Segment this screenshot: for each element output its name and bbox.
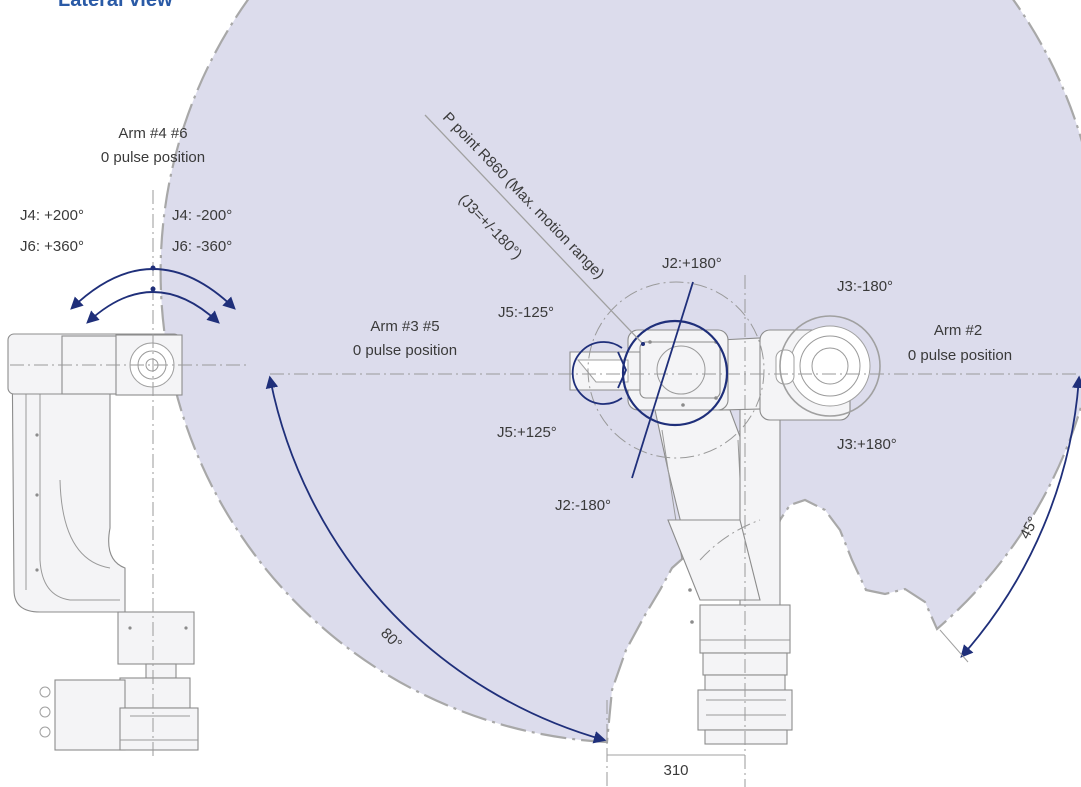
arm2-title: Arm #2: [934, 322, 982, 339]
arm35-subtitle: 0 pulse position: [353, 342, 457, 359]
robot-top-view: [569, 325, 871, 745]
arm35-title: Arm #3 #5: [370, 318, 439, 335]
arm46-title: Arm #4 #6: [118, 125, 187, 142]
j2-minus-label: J2:-180°: [555, 497, 611, 514]
j3-reference-arc: [699, 519, 761, 561]
j5-minus-label: J5:-125°: [498, 304, 554, 321]
j2-plus-label: J2:+180°: [662, 255, 722, 272]
angle-80-arc: [265, 375, 607, 744]
j3-plus-label: J3:+180°: [837, 436, 897, 453]
j3-rotation-circle: [779, 315, 881, 417]
j5-plus-label: J5:+125°: [497, 424, 557, 441]
j5-arrow-head: [617, 351, 627, 389]
j3-minus-label: J3:-180°: [837, 278, 893, 295]
j2-reference-circle: [587, 281, 765, 459]
angle-45-extension: [939, 629, 969, 663]
arm46-subtitle: 0 pulse position: [101, 149, 205, 166]
angle-45-arc: [960, 375, 1081, 658]
j6-minus-label: J6: -360°: [172, 238, 232, 255]
arrow-pivot-dot: [150, 286, 156, 292]
page-title: Lateral view: [58, 0, 173, 11]
j2-axis-line: [631, 281, 694, 479]
dim-310-label: 310: [663, 762, 688, 779]
j6-rotation-arrow: [86, 291, 220, 324]
j4-minus-label: J4: -200°: [172, 207, 232, 224]
max-radius-line: [424, 114, 644, 345]
j6-plus-label: J6: +360°: [20, 238, 84, 255]
radius-end-dot: [641, 342, 645, 346]
j4-plus-label: J4: +200°: [20, 207, 84, 224]
arrow-pivot-dot: [150, 265, 156, 271]
robot-side-view: [7, 333, 199, 751]
arm2-subtitle: 0 pulse position: [908, 347, 1012, 364]
j2-rotation-circle: [621, 319, 729, 427]
